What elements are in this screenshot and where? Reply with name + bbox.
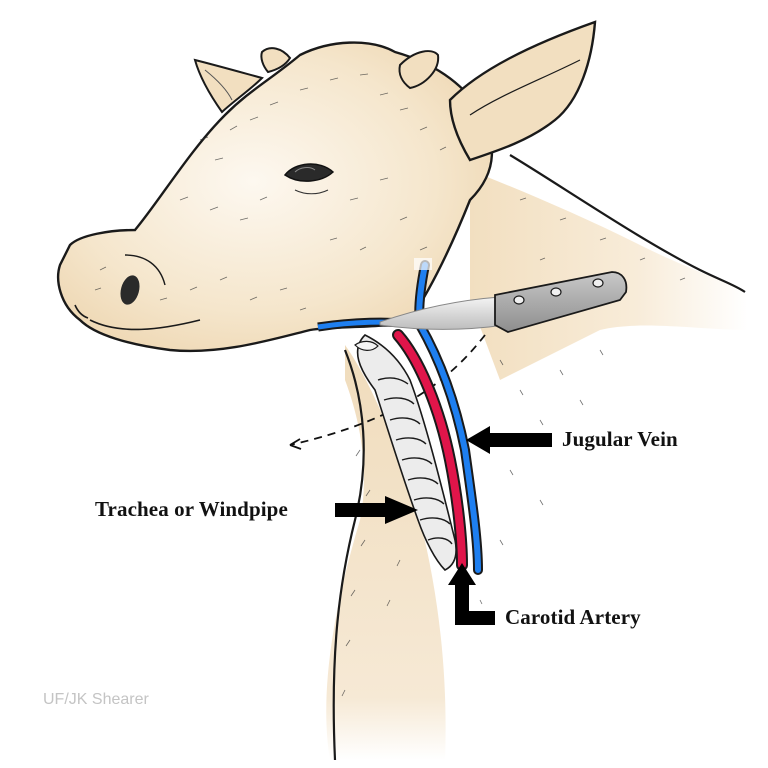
jugular-vein-label: Jugular Vein — [562, 427, 678, 451]
vein-fade-top — [414, 258, 432, 270]
cow-head — [57, 41, 494, 353]
dashed-cut-line — [289, 334, 486, 446]
eye — [283, 163, 335, 195]
fur-hatching — [94, 73, 686, 697]
carotid-artery-arrow — [448, 563, 495, 625]
jugular-vein-fill — [416, 262, 481, 573]
left-ear — [193, 58, 264, 114]
carotid-artery-fill — [394, 331, 466, 569]
right-ear — [448, 20, 597, 162]
horn-right — [398, 50, 440, 90]
dashed-line-arrowhead — [289, 438, 302, 450]
carotid-artery-label: Carotid Artery — [505, 605, 641, 629]
neck-body — [470, 154, 748, 380]
image-credit: UF/JK Shearer — [43, 691, 149, 708]
nostril — [120, 254, 166, 305]
knife-handle — [494, 271, 628, 333]
jugular-vein-arrow — [466, 426, 552, 454]
trachea-arrow — [335, 496, 418, 524]
horn-left — [260, 47, 292, 74]
knife — [379, 271, 628, 333]
trachea-label: Trachea or Windpipe — [95, 497, 288, 521]
lower-neck — [326, 345, 446, 761]
trachea — [354, 334, 457, 571]
